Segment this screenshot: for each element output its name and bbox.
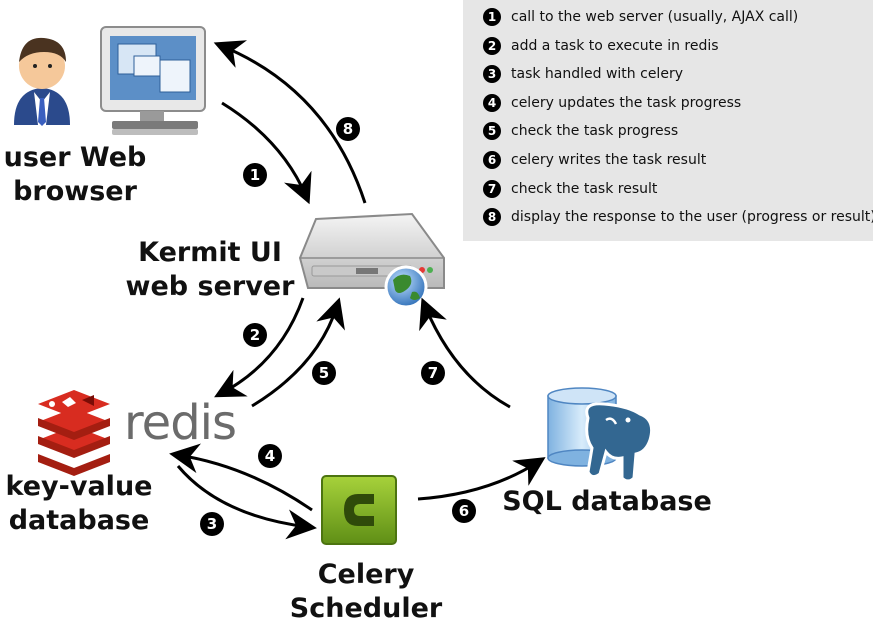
webserver-label-line1: Kermit UI [138, 237, 282, 268]
step-number-badge: 8 [483, 208, 501, 226]
celery-label: Celery Scheduler [278, 558, 454, 626]
webserver-label: Kermit UI web server [112, 236, 308, 304]
arrow-7-sql-to-server [419, 297, 511, 409]
step-number-badge: 7 [483, 180, 501, 198]
legend-item: 5 check the task progress [483, 119, 678, 143]
legend-item-text: task handled with celery [511, 66, 683, 82]
arrow-3-redis-to-celery [176, 465, 317, 540]
legend-item: 1 call to the web server (usually, AJAX … [483, 5, 798, 29]
arrows [169, 40, 546, 540]
legend-item-text: celery updates the task progress [511, 95, 742, 111]
legend-item-text: display the response to the user (progre… [511, 209, 873, 225]
celery-logo-icon [321, 475, 397, 545]
step-number-badge: 1 [483, 8, 501, 26]
legend-panel: 1 call to the web server (usually, AJAX … [463, 0, 873, 241]
step-badge-7: 7 [421, 361, 445, 385]
legend-item: 2 add a task to execute in redis [483, 34, 719, 58]
arrow-1-browser-to-server [221, 101, 312, 205]
legend-item: 3 task handled with celery [483, 62, 683, 86]
arrow-4-celery-to-redis [169, 443, 313, 512]
redis-wordmark: redis [124, 395, 237, 451]
step-number-badge: 5 [483, 122, 501, 140]
celery-label-line1: Celery [317, 559, 415, 590]
postgresql-elephant-icon [585, 402, 654, 483]
arrow-5-redis-to-server [251, 297, 345, 408]
legend-item-text: check the task progress [511, 123, 679, 139]
user-icon [14, 37, 70, 126]
redis-label-line1: key-value [5, 471, 153, 502]
browser-label: user Web browser [0, 141, 150, 209]
step-number-badge: 3 [483, 65, 501, 83]
step-badge-2: 2 [243, 323, 267, 347]
step-number-badge: 4 [483, 94, 501, 112]
step-number-badge: 2 [483, 37, 501, 55]
webserver-label-line2: web server [125, 271, 295, 302]
legend-item: 8 display the response to the user (prog… [483, 205, 873, 229]
arrow-2-server-to-redis [214, 297, 305, 398]
celery-label-line2: Scheduler [289, 593, 443, 624]
legend-item-text: celery writes the task result [511, 152, 707, 168]
step-badge-4: 4 [258, 444, 282, 468]
legend-item: 6 celery writes the task result [483, 148, 706, 172]
step-badge-1: 1 [243, 163, 267, 187]
sql-label: SQL database [494, 485, 720, 519]
legend-item-text: call to the web server (usually, AJAX ca… [511, 9, 799, 25]
legend-item-text: check the task result [511, 181, 658, 197]
redis-logo-icon [38, 390, 110, 476]
browser-label-line2: browser [13, 176, 137, 207]
monitor-icon [100, 26, 206, 135]
legend-item-text: add a task to execute in redis [511, 38, 719, 54]
redis-label-line2: database [8, 505, 150, 536]
step-badge-8: 8 [336, 117, 360, 141]
arrow-6-celery-to-sql [417, 457, 546, 501]
step-badge-3: 3 [200, 512, 224, 536]
legend-item: 4 celery updates the task progress [483, 91, 741, 115]
globe-icon [384, 265, 428, 309]
arrow-8-server-to-browser [213, 40, 367, 204]
legend-item: 7 check the task result [483, 177, 657, 201]
step-badge-6: 6 [452, 499, 476, 523]
step-badge-5: 5 [312, 361, 336, 385]
browser-label-line1: user Web [3, 142, 147, 173]
redis-label: key-value database [0, 470, 158, 538]
step-number-badge: 6 [483, 151, 501, 169]
sql-label-line1: SQL database [502, 486, 712, 517]
